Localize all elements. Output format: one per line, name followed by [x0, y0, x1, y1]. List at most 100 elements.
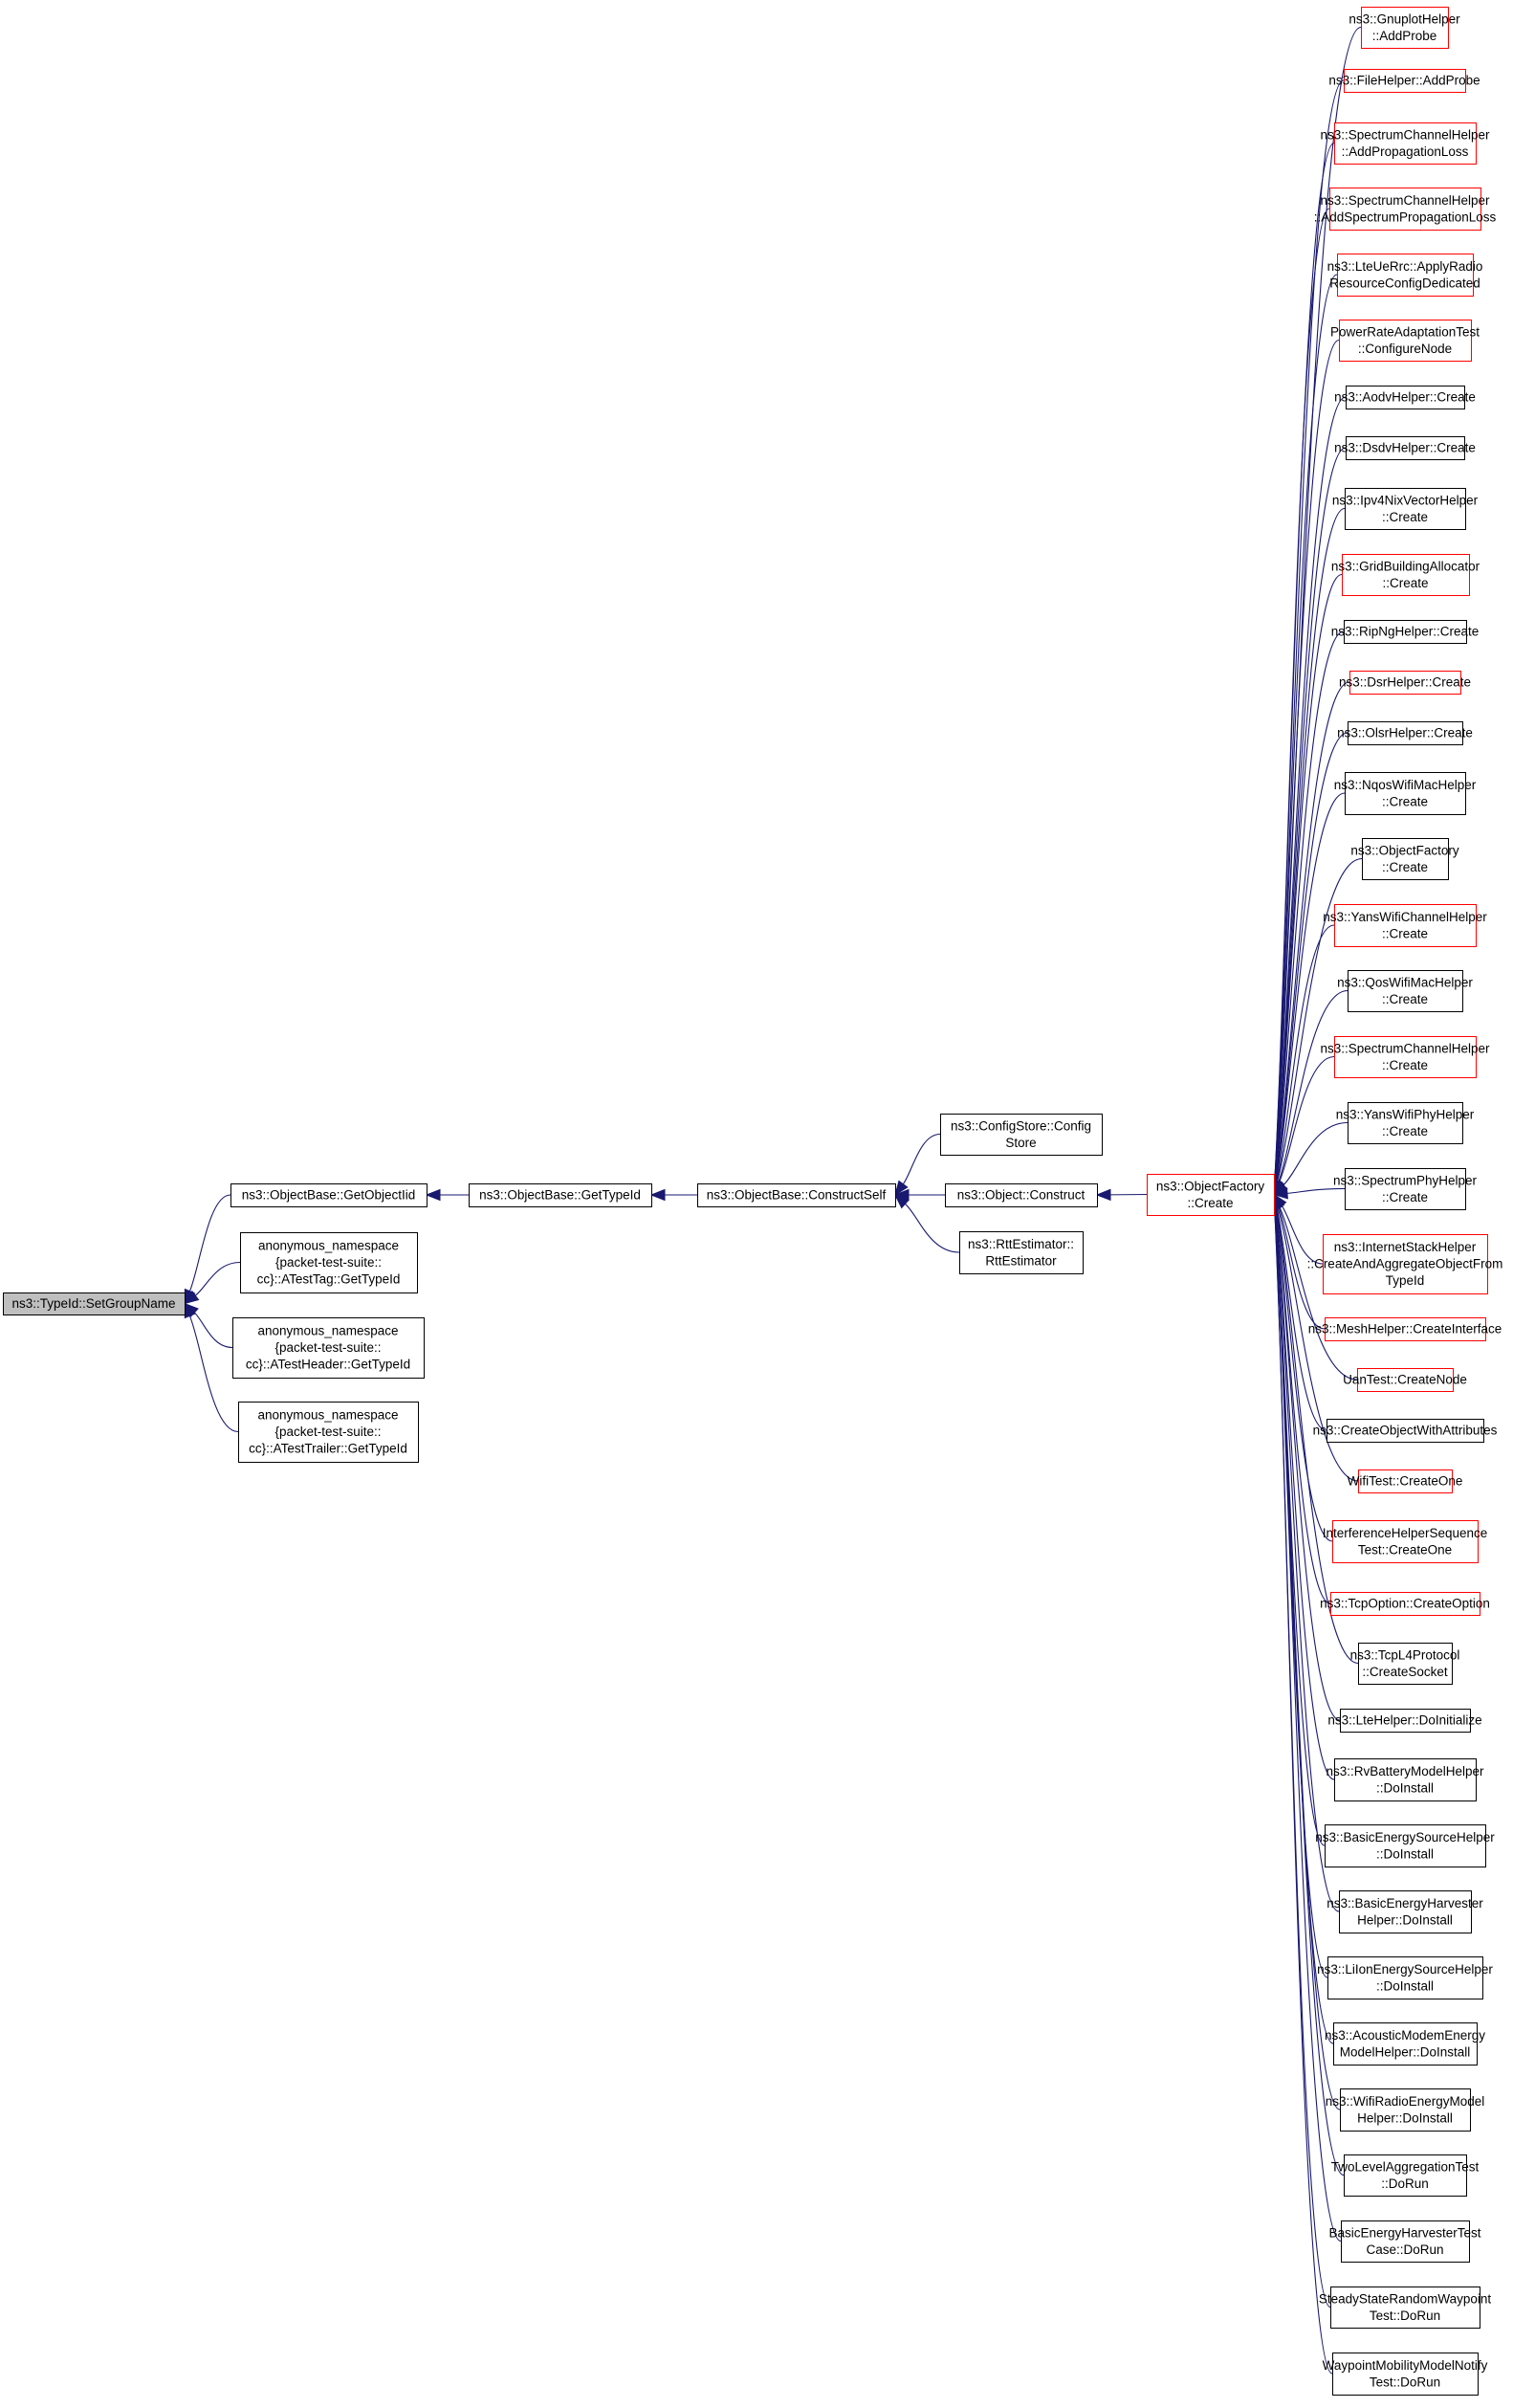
node-box [1345, 488, 1466, 530]
graph-node-n1[interactable]: ns3::ObjectBase::GetObjectIid [230, 1183, 428, 1207]
node-box [1361, 7, 1449, 49]
node-label-line: UanTest::CreateNode [1343, 1373, 1467, 1387]
node-label-line: ::ConfigureNode [1358, 342, 1452, 356]
node-label-line: ns3::TcpL4Protocol [1350, 1647, 1460, 1662]
node-label-line: ::Create [1382, 1190, 1428, 1204]
node-box [1362, 838, 1449, 880]
node-box [1349, 671, 1461, 695]
graph-node-r13[interactable]: ns3::NqosWifiMacHelper::Create [1334, 772, 1477, 815]
graph-node-r12[interactable]: ns3::OlsrHelper::Create [1337, 721, 1473, 745]
graph-node-n5[interactable]: ns3::ObjectBase::GetTypeId [469, 1183, 652, 1207]
graph-node-n7[interactable]: ns3::ConfigStore::ConfigStore [940, 1114, 1103, 1156]
edge-n5-n6 [649, 1188, 697, 1202]
node-label-line: Test::DoRun [1370, 2309, 1440, 2323]
node-label-line: ns3::RttEstimator:: [968, 1237, 1074, 1251]
graph-node-r4[interactable]: ns3::LteUeRrc::ApplyRadioResourceConfigD… [1327, 254, 1483, 297]
graph-node-r9[interactable]: ns3::GridBuildingAllocator::Create [1331, 554, 1480, 596]
graph-node-n6[interactable]: ns3::ObjectBase::ConstructSelf [697, 1183, 896, 1207]
graph-node-r3[interactable]: ns3::SpectrumChannelHelper::AddSpectrumP… [1314, 188, 1497, 231]
node-box [230, 1183, 428, 1207]
graph-node-r2[interactable]: ns3::SpectrumChannelHelper::AddPropagati… [1320, 122, 1490, 165]
graph-node-r21[interactable]: ns3::MeshHelper::CreateInterface [1308, 1317, 1502, 1341]
graph-node-r30[interactable]: ns3::BasicEnergySourceHelper::DoInstall [1315, 1824, 1495, 1867]
node-label-line: BasicEnergyHarvesterTest [1328, 2225, 1480, 2240]
graph-node-r29[interactable]: ns3::RvBatteryModelHelper::DoInstall [1326, 1758, 1484, 1801]
node-box [1344, 69, 1466, 93]
graph-node-r27[interactable]: ns3::TcpL4Protocol::CreateSocket [1350, 1643, 1460, 1685]
node-box [1341, 2220, 1470, 2263]
graph-node-r0[interactable]: ns3::GnuplotHelper::AddProbe [1349, 7, 1460, 49]
graph-node-n10[interactable]: ns3::ObjectFactory::Create [1147, 1174, 1275, 1216]
graph-node-r22[interactable]: UanTest::CreateNode [1343, 1368, 1467, 1392]
graph-node-r6[interactable]: ns3::AodvHelper::Create [1334, 386, 1476, 409]
graph-node-n2[interactable]: anonymous_namespace{packet-test-suite::c… [240, 1232, 418, 1293]
graph-node-r1[interactable]: ns3::FileHelper::AddProbe [1328, 69, 1480, 93]
node-label-line: ns3::CreateObjectWithAttributes [1313, 1424, 1498, 1438]
graph-node-r20[interactable]: ns3::InternetStackHelper::CreateAndAggre… [1307, 1234, 1503, 1294]
node-box [945, 1183, 1098, 1207]
graph-node-r31[interactable]: ns3::BasicEnergyHarvesterHelper::DoInsta… [1327, 1890, 1483, 1933]
graph-node-r32[interactable]: ns3::LiIonEnergySourceHelper::DoInstall [1317, 1956, 1493, 1999]
edge-n0-n3 [183, 1302, 233, 1349]
edge-n6-n7 [894, 1133, 941, 1197]
graph-node-r25[interactable]: InterferenceHelperSequenceTest::CreateOn… [1323, 1520, 1488, 1563]
edge-n0-n4 [184, 1302, 239, 1433]
node-label-line: ::AddPropagationLoss [1342, 144, 1469, 159]
graph-node-r18[interactable]: ns3::YansWifiPhyHelper::Create [1336, 1102, 1475, 1144]
node-box [1334, 122, 1477, 165]
node-box [1357, 1368, 1454, 1392]
node-label-line: ::Create [1382, 926, 1428, 940]
node-label-line: anonymous_namespace [257, 1324, 398, 1338]
node-label-line: ns3::AcousticModemEnergy [1325, 2028, 1485, 2043]
node-label-line: anonymous_namespace [257, 1408, 398, 1423]
graph-node-r8[interactable]: ns3::Ipv4NixVectorHelper::Create [1332, 488, 1479, 530]
graph-node-r5[interactable]: PowerRateAdaptationTest::ConfigureNode [1330, 320, 1480, 362]
node-box [1345, 772, 1466, 815]
node-label-line: ns3::ObjectBase::GetTypeId [479, 1188, 641, 1203]
node-box [1344, 2154, 1467, 2197]
node-label-line: PowerRateAdaptationTest [1330, 324, 1480, 339]
graph-node-r15[interactable]: ns3::YansWifiChannelHelper::Create [1323, 904, 1487, 947]
graph-node-r11[interactable]: ns3::DsrHelper::Create [1339, 671, 1471, 695]
node-box [959, 1231, 1084, 1274]
node-box [1337, 254, 1474, 297]
node-box [1339, 320, 1472, 362]
graph-node-r7[interactable]: ns3::DsdvHelper::Create [1334, 436, 1476, 460]
graph-node-r35[interactable]: TwoLevelAggregationTest::DoRun [1331, 2154, 1480, 2197]
graph-node-r28[interactable]: ns3::LteHelper::DoInitialize [1327, 1709, 1482, 1733]
node-box [1327, 1419, 1484, 1443]
node-box [697, 1183, 896, 1207]
graph-node-r26[interactable]: ns3::TcpOption::CreateOption [1320, 1592, 1490, 1616]
graph-node-r33[interactable]: ns3::AcousticModemEnergyModelHelper::DoI… [1325, 2022, 1485, 2066]
graph-node-r14[interactable]: ns3::ObjectFactory::Create [1350, 838, 1459, 880]
node-box [1334, 1758, 1477, 1801]
graph-node-r17[interactable]: ns3::SpectrumChannelHelper::Create [1320, 1036, 1490, 1078]
graph-node-n9[interactable]: ns3::RttEstimator::RttEstimator [959, 1231, 1084, 1274]
graph-node-r16[interactable]: ns3::QosWifiMacHelper::Create [1337, 970, 1473, 1012]
node-label-line: ::DoInstall [1376, 1780, 1434, 1795]
node-label-line: ns3::NqosWifiMacHelper [1334, 778, 1477, 792]
node-label-line: ns3::RvBatteryModelHelper [1326, 1764, 1484, 1778]
node-label-line: ns3::TcpOption::CreateOption [1320, 1597, 1490, 1611]
graph-node-r23[interactable]: ns3::CreateObjectWithAttributes [1313, 1419, 1498, 1443]
graph-node-n0[interactable]: ns3::TypeId::SetGroupName [3, 1292, 186, 1315]
node-label-line: ns3::Ipv4NixVectorHelper [1332, 493, 1479, 507]
node-box [1330, 2286, 1480, 2329]
node-label-line: ns3::SpectrumChannelHelper [1320, 127, 1490, 142]
node-box [1325, 1317, 1486, 1341]
node-label-line: ModelHelper::DoInstall [1340, 2044, 1471, 2059]
node-box [1327, 1956, 1483, 1999]
graph-node-r24[interactable]: WifiTest::CreateOne [1348, 1469, 1463, 1493]
node-box [1344, 620, 1467, 644]
graph-node-n8[interactable]: ns3::Object::Construct [945, 1183, 1098, 1207]
graph-node-r10[interactable]: ns3::RipNgHelper::Create [1331, 620, 1480, 644]
node-label-line: Helper::DoInstall [1357, 1912, 1453, 1927]
node-label-line: ::CreateSocket [1362, 1665, 1448, 1679]
graph-node-n3[interactable]: anonymous_namespace{packet-test-suite::c… [232, 1317, 425, 1379]
graph-node-n4[interactable]: anonymous_namespace{packet-test-suite::c… [238, 1402, 419, 1463]
graph-node-r34[interactable]: ns3::WifiRadioEnergyModelHelper::DoInsta… [1326, 2088, 1485, 2132]
graph-node-r19[interactable]: ns3::SpectrumPhyHelper::Create [1333, 1168, 1478, 1210]
